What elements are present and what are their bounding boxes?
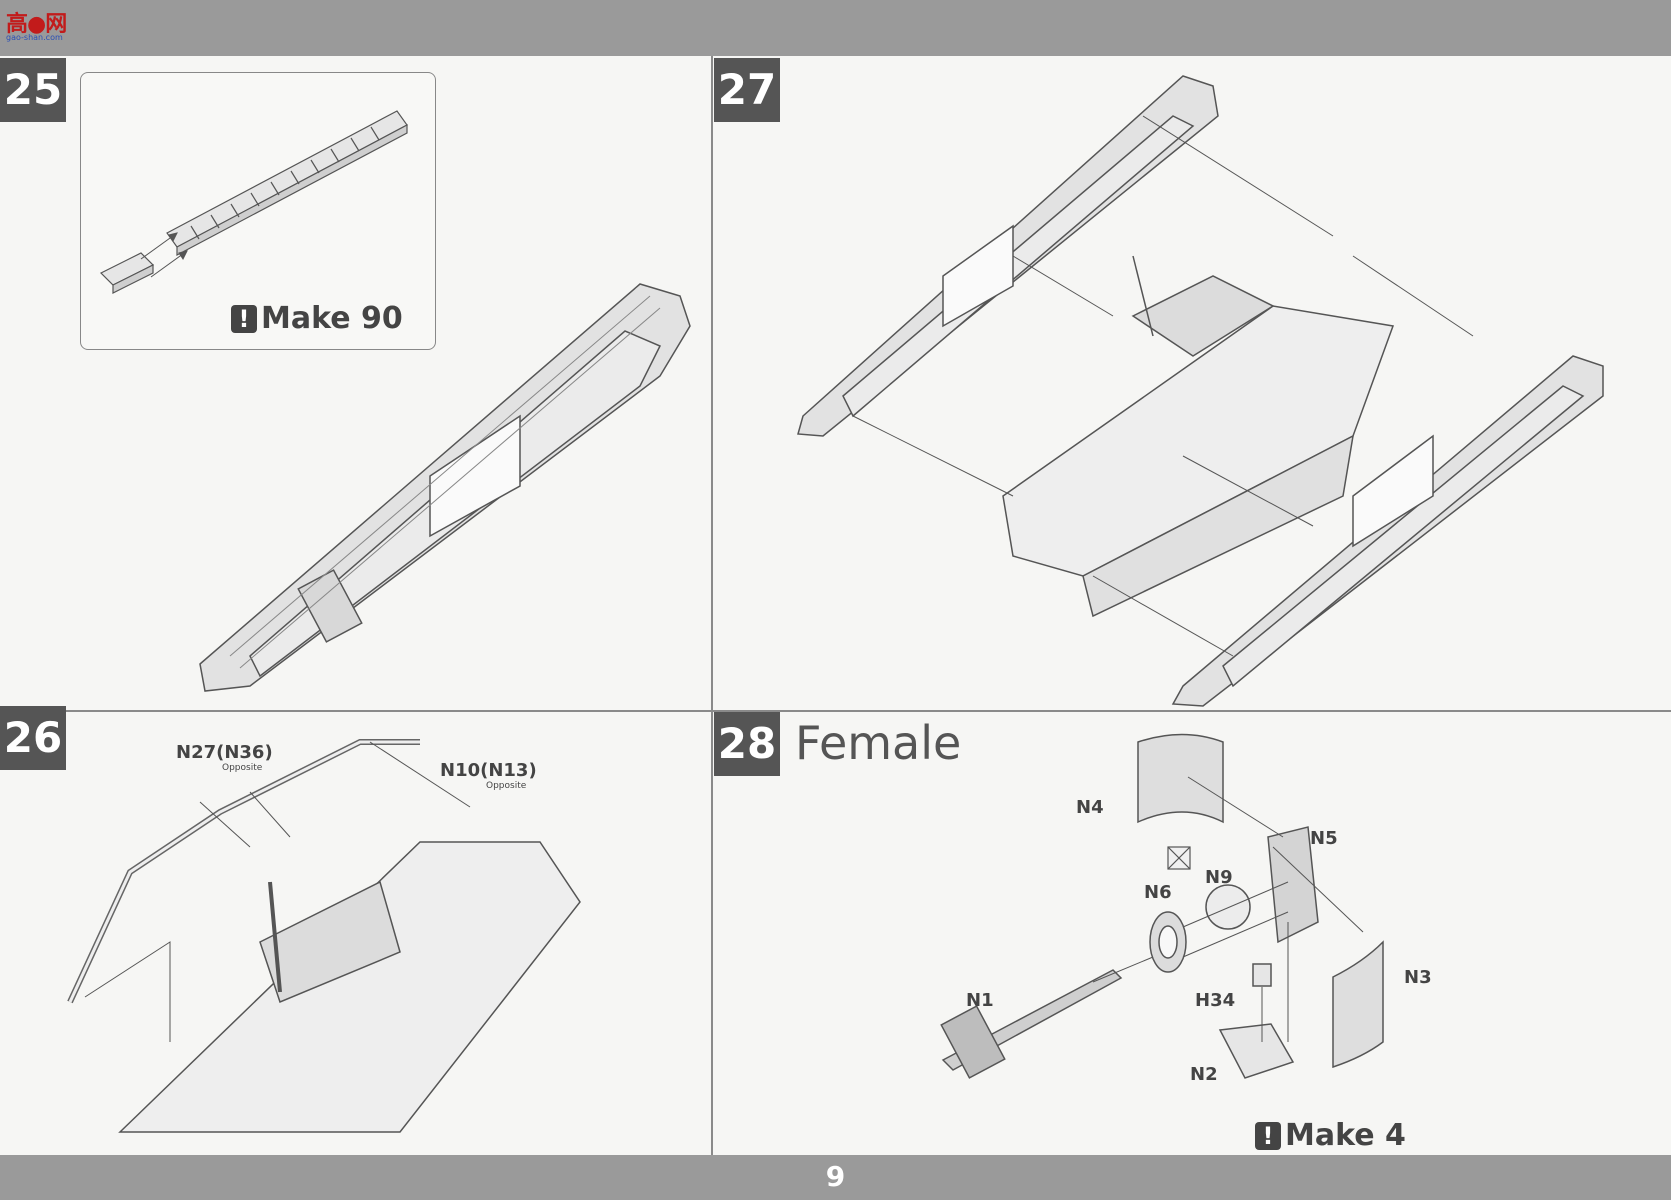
label-n6: N6 — [1144, 882, 1172, 903]
handrail-assembly-drawing-26 — [67, 739, 581, 1133]
hull-assembly-drawing-27 — [797, 75, 1604, 707]
bottom-bar — [0, 1155, 1671, 1200]
label-n9: N9 — [1205, 867, 1233, 888]
exclamation-icon: ! — [1255, 1121, 1281, 1150]
step-number-26: 26 — [0, 706, 66, 770]
site-logo[interactable]: 高●网 gao-shan.com — [6, 6, 70, 42]
make-note-text: Make 90 — [261, 301, 403, 336]
track-assembly-drawing-25 — [199, 283, 691, 692]
exclamation-icon: ! — [231, 304, 257, 333]
track-link-drawing — [99, 110, 408, 294]
label-n1: N1 — [966, 990, 994, 1011]
step-number-25: 25 — [0, 58, 66, 122]
label-n3: N3 — [1404, 967, 1432, 988]
label-h34: H34 — [1195, 990, 1236, 1011]
label-n4: N4 — [1076, 797, 1104, 818]
logo-text: 高●网 — [6, 12, 67, 37]
make-note-25: ! Make 90 — [231, 301, 403, 336]
logo-subtext: gao-shan.com — [6, 33, 63, 42]
label-n5: N5 — [1310, 828, 1338, 849]
panel-divider-vertical — [711, 56, 713, 1155]
step-number-27: 27 — [714, 58, 780, 122]
panel-divider-horizontal — [0, 710, 1671, 712]
machine-gun-mount-drawing-28 — [940, 733, 1384, 1079]
track-link-inset: ! Make 90 — [80, 72, 436, 350]
label-n10-opposite: Opposite — [486, 781, 527, 791]
label-n27: N27(N36) — [176, 742, 273, 763]
step-28-title: Female — [795, 716, 962, 770]
step-number-28: 28 — [714, 712, 780, 776]
make-note-text: Make 4 — [1285, 1118, 1406, 1153]
label-n27-opposite: Opposite — [222, 763, 263, 773]
top-bar — [0, 0, 1671, 56]
page-number: 9 — [825, 1160, 846, 1193]
label-n10: N10(N13) — [440, 760, 537, 781]
label-n2: N2 — [1190, 1064, 1218, 1085]
make-note-28: ! Make 4 — [1255, 1118, 1406, 1153]
